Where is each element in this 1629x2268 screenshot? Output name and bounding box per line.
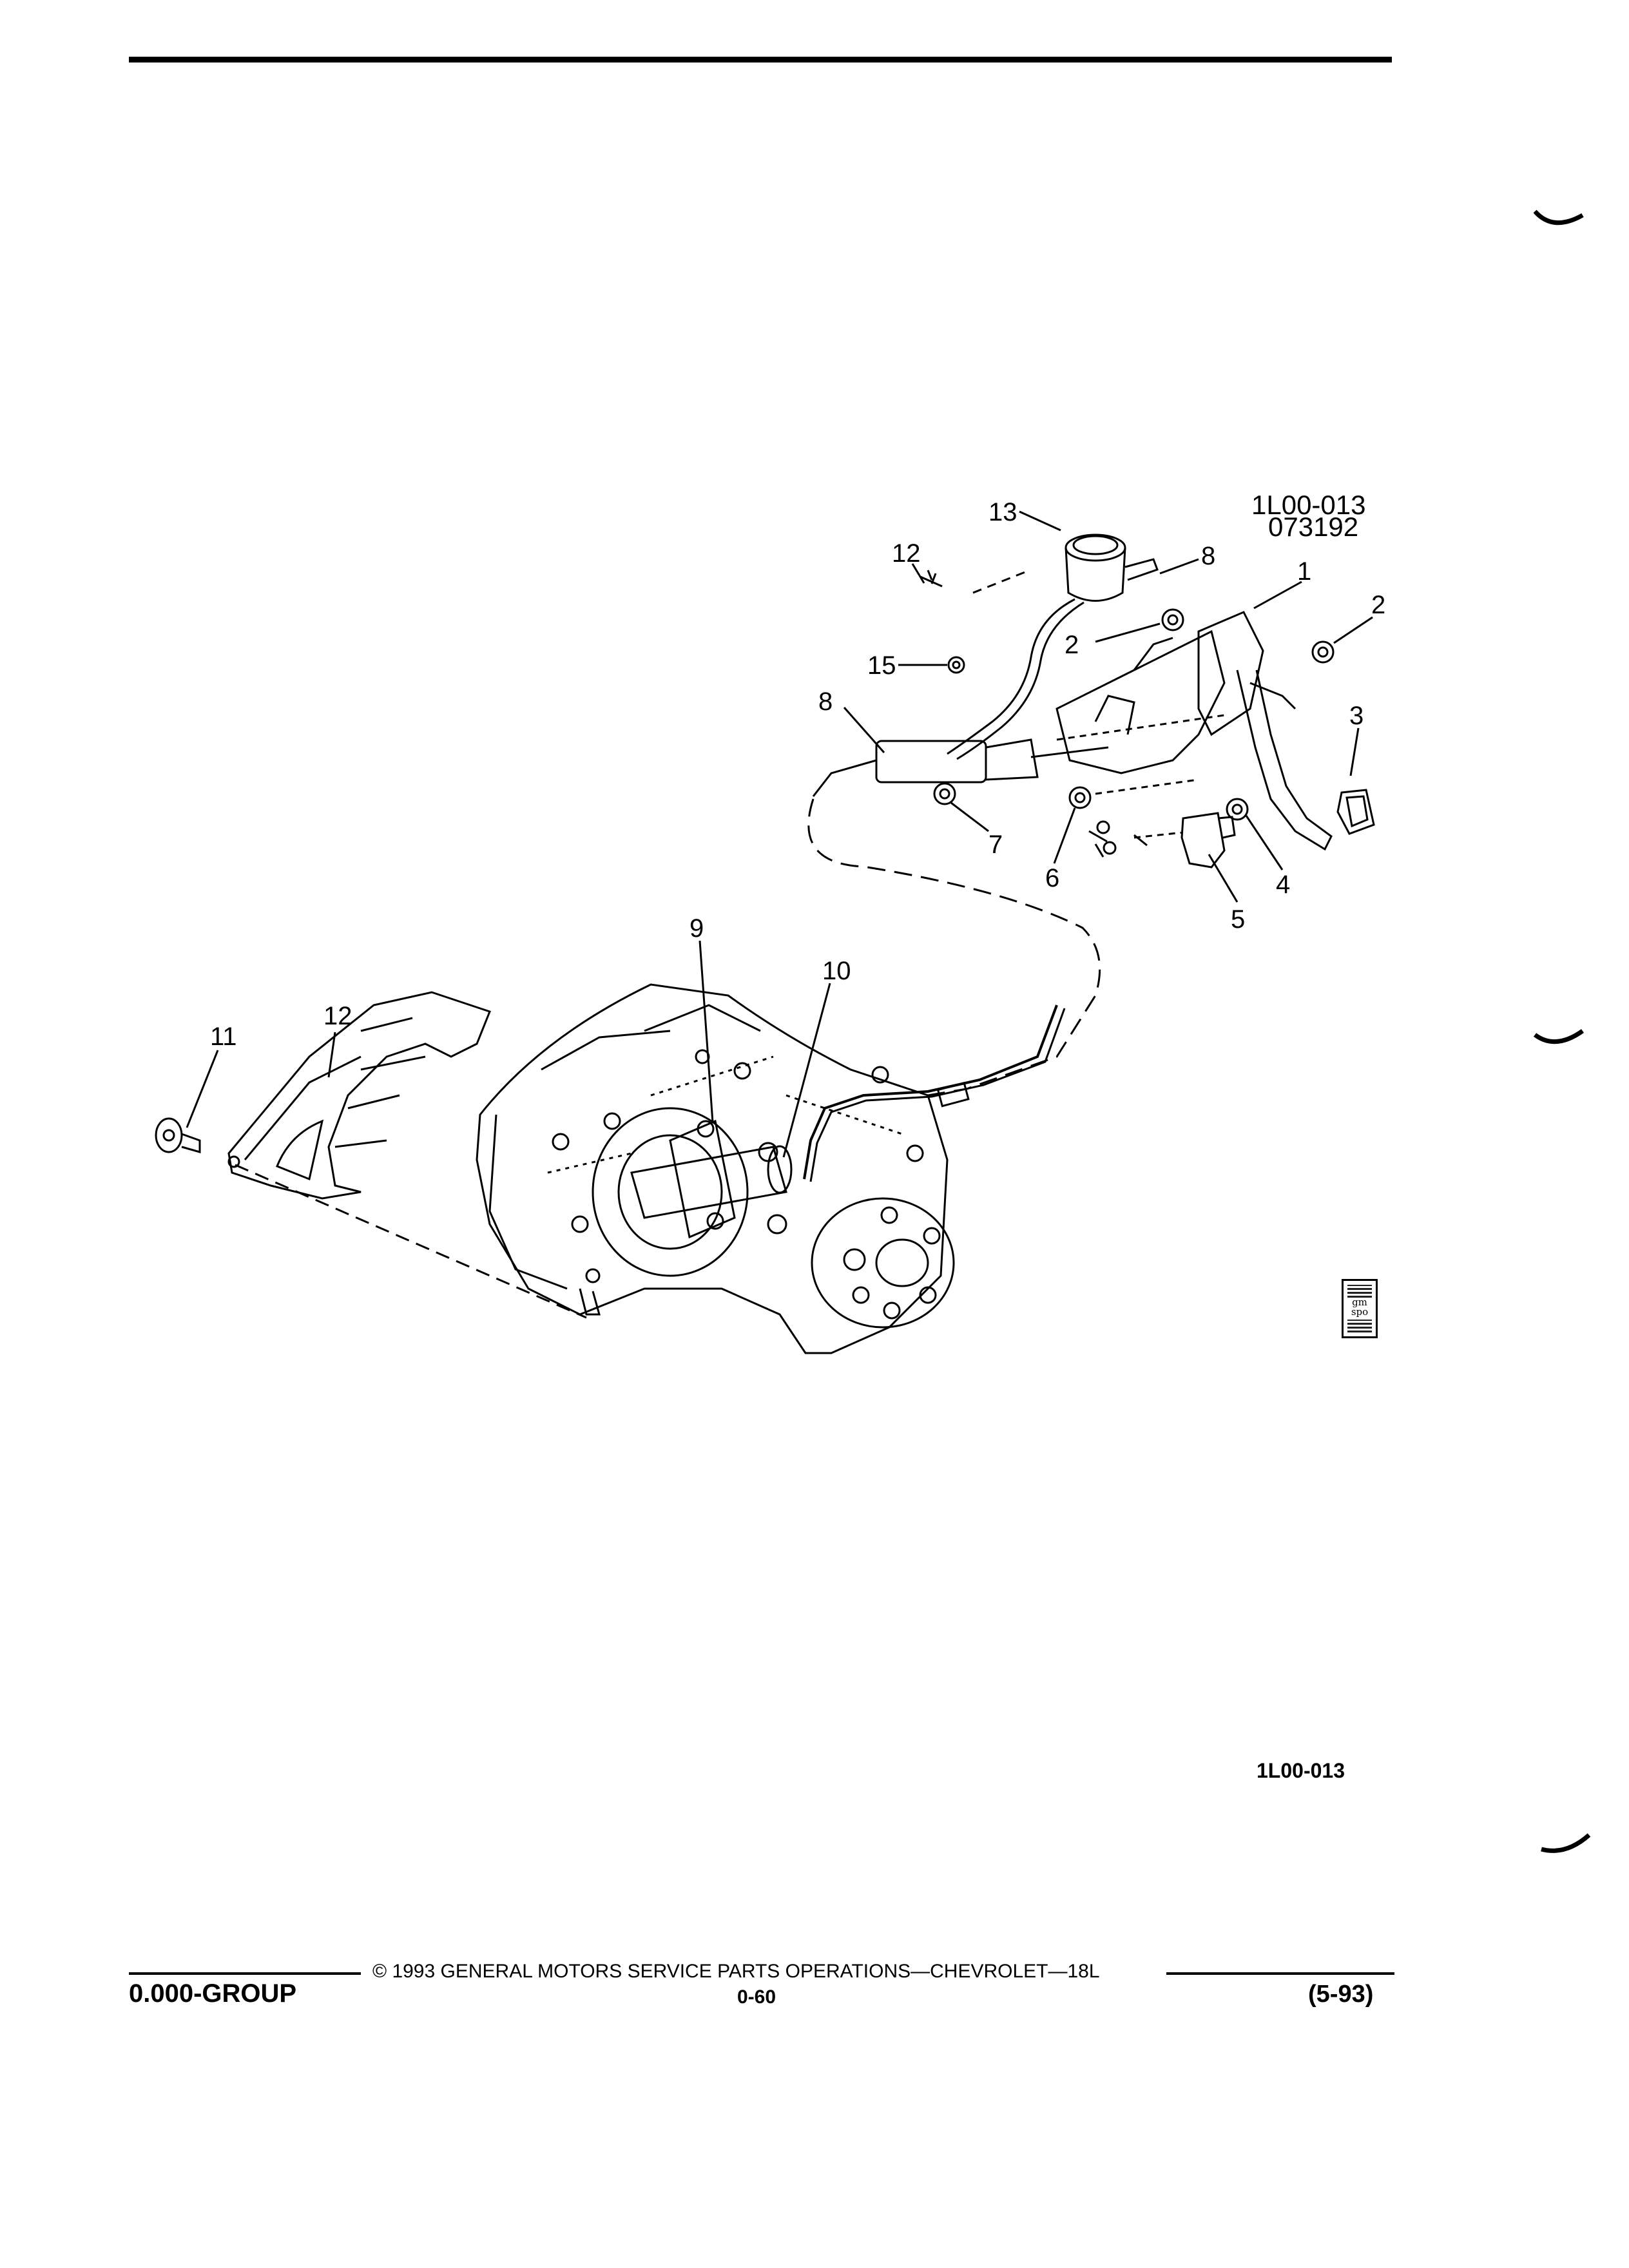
hydraulic-line-path (807, 798, 1101, 1097)
footer-group: 0.000-GROUP (129, 1979, 297, 2008)
callout-15: 15 (867, 651, 896, 680)
callout-1: 1 (1297, 557, 1311, 586)
pedal-bracket-assembly (812, 533, 1375, 869)
transmission-assembly (476, 983, 955, 1354)
callout-9: 9 (689, 914, 704, 943)
callout-4: 4 (1276, 870, 1290, 899)
cover-plate (227, 991, 587, 1319)
callout-7: 7 (988, 831, 1003, 859)
callout-6: 6 (1045, 864, 1059, 892)
callout-11: 11 (210, 1023, 237, 1051)
footer-rule-left (129, 1972, 361, 1975)
callout-labels: 13 12 8 1 2 2 15 3 8 7 6 4 5 9 10 12 11 (210, 498, 1385, 1051)
callout-3: 3 (1349, 702, 1364, 730)
footer-date: (5-93) (1308, 1981, 1374, 2008)
callout-5: 5 (1231, 905, 1245, 934)
footer-page-number: 0-60 (737, 1986, 776, 2008)
callout-12: 12 (323, 1002, 352, 1030)
footer-copyright: © 1993 GENERAL MOTORS SERVICE PARTS OPER… (372, 1961, 1100, 1982)
figure-ref-code: 1L00-013 (1251, 490, 1366, 520)
header-rule (129, 57, 1392, 62)
callout-8-upper: 8 (1201, 542, 1215, 570)
bolt-11 (155, 1117, 201, 1153)
callout-13: 12 (892, 539, 921, 568)
footer-rule-right (1166, 1972, 1394, 1975)
binder-hook-2 (1534, 1029, 1585, 1044)
callout-2-right: 2 (1371, 591, 1385, 619)
callout-10: 10 (822, 957, 851, 985)
hydraulic-pipe (803, 1004, 1058, 1180)
figure-ref-bottom: 1L00-013 (1257, 1759, 1345, 1782)
figure-ref-date: 073192 (1268, 512, 1358, 542)
callout-8-left: 8 (818, 687, 833, 716)
binder-hook-1 (1534, 209, 1584, 226)
callout-2-center: 2 (1065, 631, 1079, 659)
binder-hook-3 (1541, 1833, 1591, 1853)
callout-leaders (186, 510, 1373, 1158)
callout-14: 13 (988, 498, 1017, 526)
